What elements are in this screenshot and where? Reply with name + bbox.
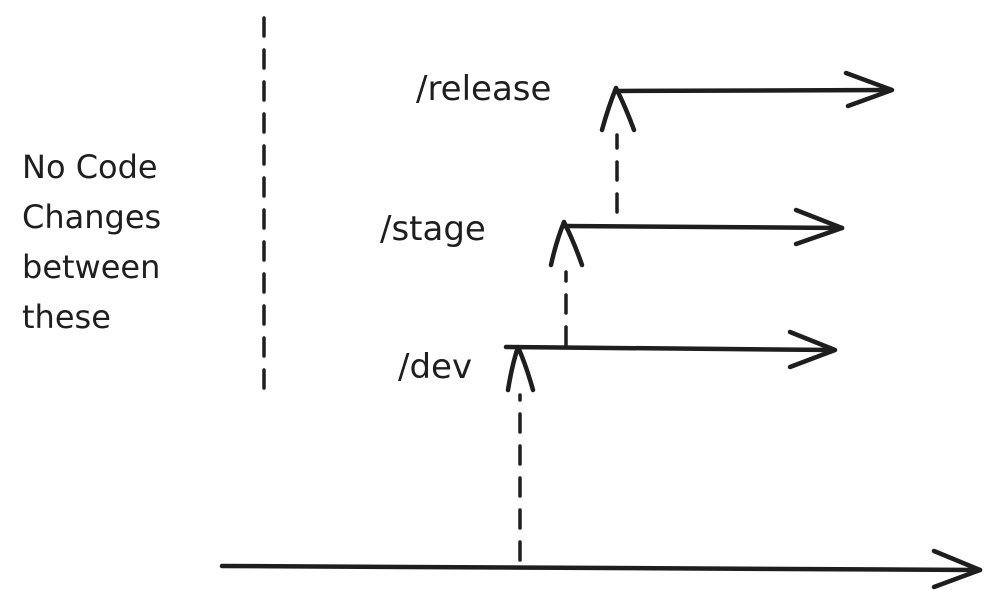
release-arrowhead bbox=[843, 70, 895, 109]
dev-arrowhead bbox=[787, 329, 838, 370]
dev-label: /dev bbox=[398, 347, 472, 387]
note-text: No Code Changes between these bbox=[22, 148, 161, 336]
note-line-4: these bbox=[22, 298, 111, 336]
release-label: /release bbox=[416, 69, 551, 109]
dev-up-arrowhead bbox=[505, 344, 536, 393]
stage-branch: /stage bbox=[380, 207, 845, 268]
stage-label: /stage bbox=[380, 209, 486, 249]
note-line-3: between bbox=[22, 248, 160, 286]
main-timeline-arrowhead bbox=[931, 548, 983, 590]
main-timeline-arrow bbox=[219, 548, 983, 590]
release-branch: /release bbox=[416, 69, 895, 133]
stage-arrowhead bbox=[793, 207, 845, 247]
main-timeline-shaft bbox=[219, 563, 983, 573]
stage-arrow-shaft bbox=[561, 223, 845, 231]
note-line-2: Changes bbox=[22, 198, 161, 236]
stage-up-arrowhead bbox=[548, 219, 585, 268]
release-up-arrowhead bbox=[599, 85, 637, 133]
dev-arrow-shaft bbox=[503, 344, 835, 353]
note-line-1: No Code bbox=[22, 148, 158, 186]
dev-branch: /dev bbox=[398, 329, 838, 393]
release-arrow-shaft bbox=[613, 87, 894, 94]
